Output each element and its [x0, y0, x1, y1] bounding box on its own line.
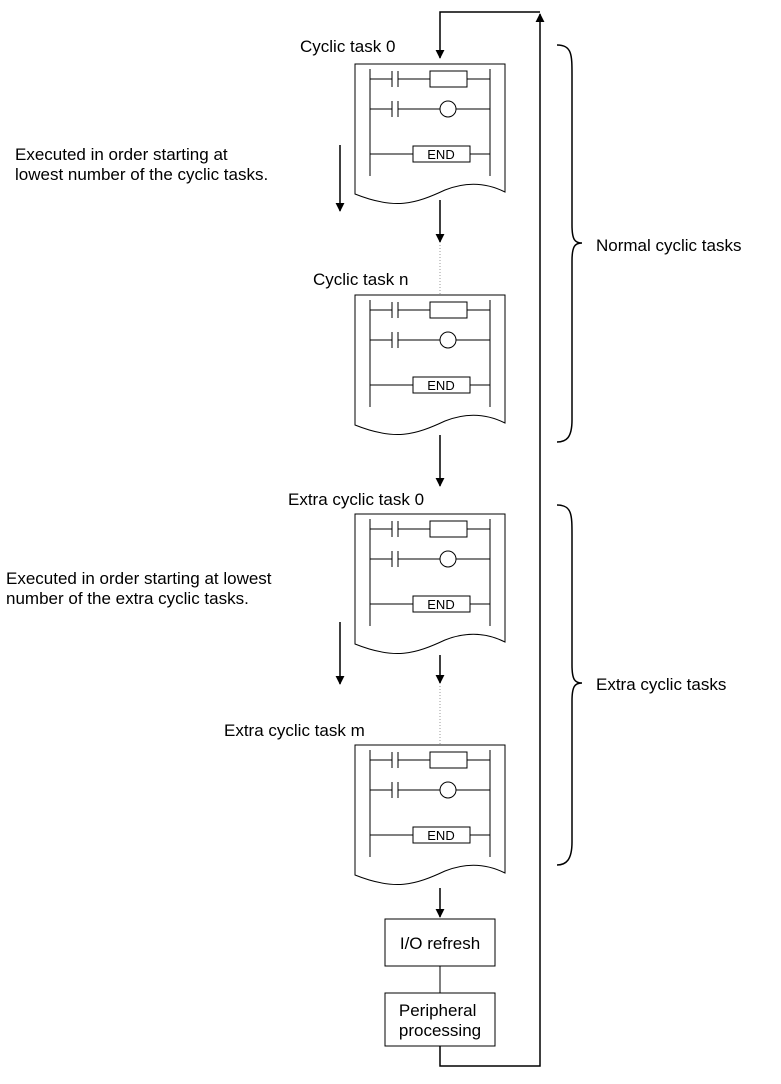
loop-back-top-line: [435, 11, 540, 59]
instruction-box: [429, 751, 468, 769]
io-refresh-label: I/O refresh: [400, 934, 480, 953]
end-instruction-label: END: [427, 828, 454, 843]
output-coil: [439, 331, 457, 349]
normal-cyclic-tasks-brace: [556, 44, 583, 443]
extra-order-note: Executed in order starting at lowest num…: [6, 569, 276, 608]
task-label-extra-0: Extra cyclic task 0: [288, 490, 424, 509]
program-page-outline: [354, 744, 506, 886]
ladder-program-extra-0: END: [354, 513, 506, 655]
instruction-box: [429, 301, 468, 319]
ladder-program-cyclic-n: END: [354, 294, 506, 436]
ladder-program-cyclic-0: END: [354, 63, 506, 205]
end-instruction-label: END: [427, 597, 454, 612]
peripheral-processing-line-1: Peripheral: [399, 1001, 477, 1020]
extra-cyclic-tasks-label: Extra cyclic tasks: [596, 675, 726, 694]
extra-order-note-line-2: number of the extra cyclic tasks.: [6, 589, 249, 608]
task-label-cyclic-0: Cyclic task 0: [300, 37, 395, 56]
peripheral-processing-line-2: processing: [399, 1021, 481, 1040]
output-coil: [439, 781, 457, 799]
program-page-outline: [354, 294, 506, 436]
task-label-cyclic-n: Cyclic task n: [313, 270, 408, 289]
normal-order-note-line-1: Executed in order starting at: [15, 145, 228, 164]
instruction-box: [429, 70, 468, 88]
peripheral-processing-label: Peripheral processing: [399, 1001, 481, 1040]
output-coil: [439, 100, 457, 118]
end-instruction-label: END: [427, 378, 454, 393]
normal-order-note-line-2: lowest number of the cyclic tasks.: [15, 165, 268, 184]
instruction-box: [429, 520, 468, 538]
normal-order-note: Executed in order starting at lowest num…: [15, 145, 268, 184]
program-page-outline: [354, 63, 506, 205]
normal-cyclic-tasks-label: Normal cyclic tasks: [596, 236, 741, 255]
output-coil: [439, 550, 457, 568]
extra-order-note-line-1: Executed in order starting at lowest: [6, 569, 272, 588]
loop-back-line: [439, 13, 545, 1067]
program-page-outline: [354, 513, 506, 655]
end-instruction-label: END: [427, 147, 454, 162]
ladder-program-extra-m: END: [354, 744, 506, 886]
task-label-extra-m: Extra cyclic task m: [224, 721, 365, 740]
extra-cyclic-tasks-brace: [556, 504, 583, 866]
io-refresh-box: [384, 918, 496, 967]
